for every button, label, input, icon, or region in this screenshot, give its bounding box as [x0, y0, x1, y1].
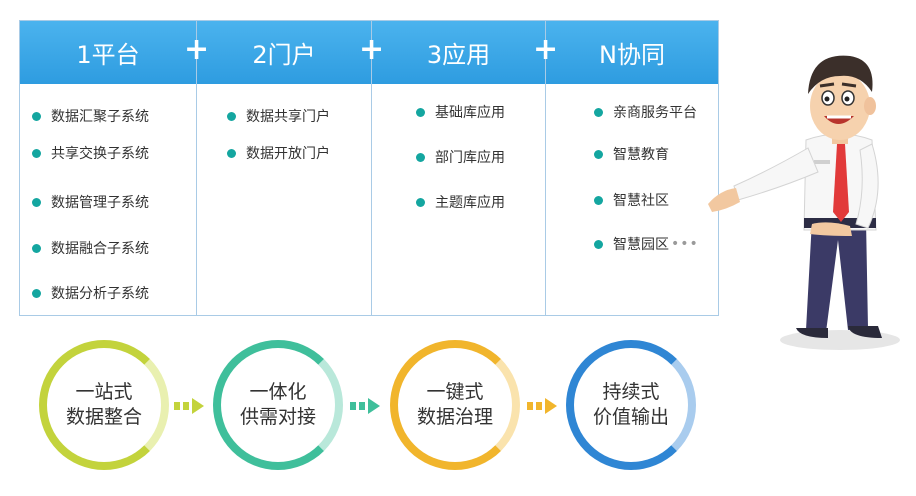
list-item: 共享交换子系统 — [32, 143, 149, 163]
step-circle-2: 一体化 供需对接 — [213, 340, 343, 470]
column-collaboration: N协同 亲商服务平台 智慧教育 智慧社区 智慧园区••• — [545, 21, 718, 315]
presenter-character-illustration — [708, 55, 900, 350]
step-line: 数据整合 — [65, 406, 142, 428]
list-item: 智慧园区••• — [594, 234, 699, 254]
step-line: 供需对接 — [239, 406, 316, 428]
step-line: 一体化 — [249, 381, 307, 403]
column-application: 3应用 基础库应用 部门库应用 主题库应用 — [371, 21, 545, 315]
bullet-icon — [32, 197, 41, 207]
column-portal: 2门户 数据共享门户 数据开放门户 — [196, 21, 371, 315]
step-line: 价值输出 — [592, 406, 669, 428]
step-line: 持续式 — [602, 381, 660, 403]
list-item: 智慧教育 — [594, 144, 669, 164]
plus-icon: + — [533, 32, 559, 67]
plus-icon: + — [359, 32, 385, 67]
arrow-right-icon — [174, 398, 204, 414]
step-circle-1: 一站式 数据整合 — [39, 340, 169, 470]
column-platform: 1平台 数据汇聚子系统 共享交换子系统 数据管理子系统 数据融合子系统 数据分析… — [20, 21, 196, 315]
list-item: 亲商服务平台 — [594, 102, 697, 122]
step-line: 数据治理 — [416, 406, 493, 428]
list-item: 数据分析子系统 — [32, 283, 149, 303]
bullet-icon — [594, 239, 603, 249]
list-item: 数据汇聚子系统 — [32, 106, 149, 126]
step-circle-4: 持续式 价值输出 — [566, 340, 696, 470]
bullet-icon — [416, 152, 425, 162]
ellipsis: ••• — [671, 236, 699, 252]
bullet-icon — [416, 197, 425, 207]
list-item: 智慧社区 — [594, 190, 669, 210]
step-line: 一键式 — [426, 381, 484, 403]
bullet-icon — [594, 107, 603, 117]
bullet-icon — [594, 149, 603, 159]
bullet-icon — [32, 288, 41, 298]
list-item: 数据开放门户 — [227, 143, 330, 163]
bullet-icon — [227, 111, 236, 121]
bullet-icon — [32, 111, 41, 121]
column-header: N协同 — [546, 21, 718, 84]
step-line: 一站式 — [75, 381, 133, 403]
bullet-icon — [416, 107, 425, 117]
list-item: 数据融合子系统 — [32, 238, 149, 258]
list-item: 主题库应用 — [416, 192, 505, 212]
bullet-icon — [32, 243, 41, 253]
list-item: 数据共享门户 — [227, 106, 330, 126]
architecture-table: 1平台 数据汇聚子系统 共享交换子系统 数据管理子系统 数据融合子系统 数据分析… — [19, 20, 719, 316]
arrow-right-icon — [527, 398, 557, 414]
plus-icon: + — [184, 32, 210, 67]
column-header: 3应用 — [372, 21, 545, 84]
step-circle-3: 一键式 数据治理 — [390, 340, 520, 470]
arrow-right-icon — [350, 398, 380, 414]
list-item: 基础库应用 — [416, 102, 505, 122]
bullet-icon — [594, 195, 603, 205]
bullet-icon — [32, 148, 41, 158]
bullet-icon — [227, 148, 236, 158]
list-item: 数据管理子系统 — [32, 192, 149, 212]
column-header: 2门户 — [197, 21, 371, 84]
list-item: 部门库应用 — [416, 147, 505, 167]
column-header: 1平台 — [20, 21, 196, 84]
